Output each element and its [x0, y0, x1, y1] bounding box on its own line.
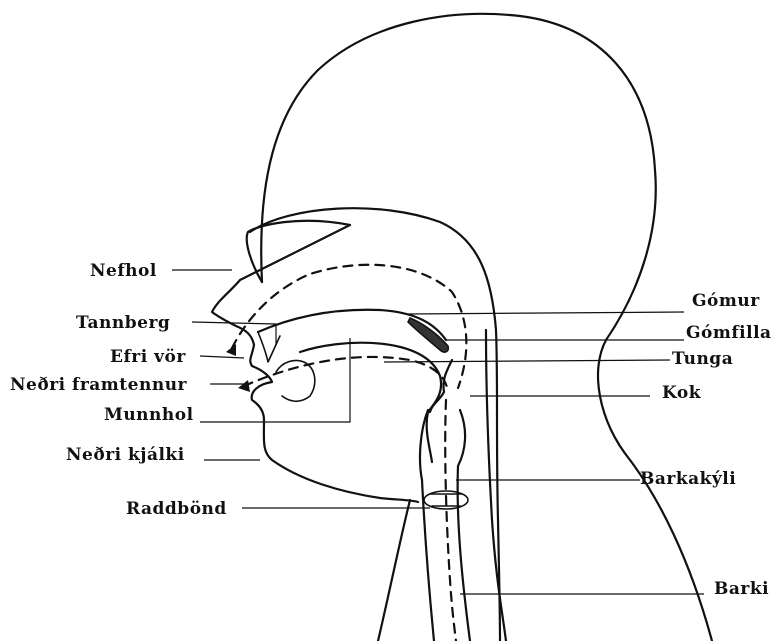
- label-gomur: Gómur: [692, 291, 760, 311]
- label-gomfilla: Gómfilla: [686, 323, 772, 343]
- label-nefhol: Nefhol: [90, 261, 157, 281]
- upper-teeth: [258, 332, 280, 362]
- label-barkakyli: Barkakýli: [640, 469, 736, 489]
- label-raddbond: Raddbönd: [126, 499, 227, 519]
- label-tunga: Tunga: [672, 349, 733, 369]
- leader-efri-vor: [200, 356, 244, 358]
- label-tannberg: Tannberg: [76, 313, 170, 333]
- airflow-trachea: [445, 400, 456, 641]
- leader-gomur: [408, 312, 684, 314]
- larynx-left: [420, 410, 434, 641]
- airflow-arrow-mouth: [238, 380, 250, 392]
- label-munnhol: Munnhol: [104, 405, 194, 425]
- head-outline: [261, 14, 712, 641]
- larynx-right: [458, 410, 470, 641]
- label-efri-vor: Efri vör: [110, 347, 186, 367]
- leader-tunga: [384, 360, 670, 362]
- neck-front: [378, 500, 410, 641]
- label-barki: Barki: [714, 579, 769, 599]
- lower-teeth: [276, 360, 315, 401]
- label-nedri-framtennur: Neðri framtennur: [10, 375, 188, 395]
- leader-munnhol: [200, 338, 350, 422]
- airflow-arrow-nose: [226, 344, 236, 356]
- label-kok: Kok: [662, 383, 702, 403]
- label-nedri-kjalki: Neðri kjálki: [66, 445, 185, 465]
